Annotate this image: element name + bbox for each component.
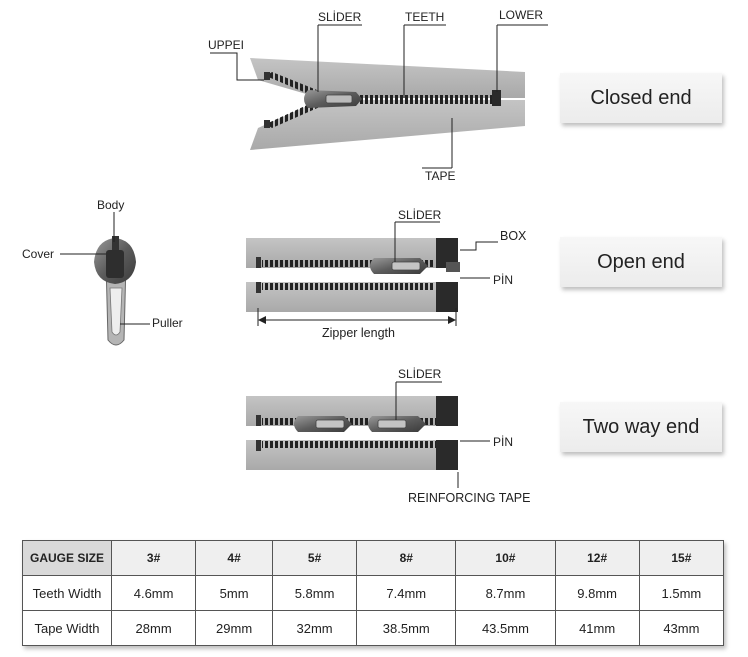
- table-header-cell: 8#: [356, 540, 457, 576]
- open-end-label-length: Zipper length: [322, 326, 395, 340]
- closed-end-label-upper: UPPEI: [208, 38, 244, 52]
- slider-cover: [106, 250, 124, 278]
- closed-end-label-slider: SLİDER: [318, 10, 362, 24]
- two-way-label-pin: PİN: [493, 435, 513, 449]
- slider-parts-illustration: [94, 236, 136, 346]
- table-cell: 5mm: [195, 575, 273, 611]
- two-way-lower-teeth: [262, 441, 436, 448]
- card-two-way-end: Two way end: [560, 402, 722, 452]
- two-way-zipper: [246, 396, 458, 470]
- slider-label-body: Body: [97, 198, 124, 212]
- table-header-cell: 3#: [110, 540, 197, 576]
- open-end-pin: [446, 262, 460, 272]
- table-cell: 32mm: [271, 610, 358, 646]
- table-cell: 29mm: [195, 610, 273, 646]
- table-cell: 9.8mm: [554, 575, 640, 611]
- closed-end-upper-tape: [250, 58, 525, 98]
- table-header-cell: 10#: [455, 540, 556, 576]
- table-header-cell: 5#: [271, 540, 358, 576]
- two-way-box: [436, 396, 458, 426]
- open-end-label-pin: PİN: [493, 273, 513, 287]
- open-end-lower-teeth: [262, 283, 434, 290]
- table-header-cell: 15#: [638, 540, 725, 576]
- open-end-pin-stop: [436, 282, 458, 312]
- two-way-label-slider: SLİDER: [398, 367, 442, 381]
- table-cell: 7.4mm: [356, 575, 457, 611]
- closed-end-top-stop-lower: [264, 120, 270, 128]
- open-end-top-stop-upper: [256, 257, 261, 268]
- table-cell: 1.5mm: [638, 575, 725, 611]
- table-cell: 8.7mm: [455, 575, 556, 611]
- slider-label-puller: Puller: [152, 316, 183, 330]
- table-cell: 43mm: [638, 610, 725, 646]
- slider-label-cover: Cover: [22, 247, 54, 261]
- closed-end-callouts: [210, 24, 548, 169]
- slider-parts-callouts: [60, 212, 150, 325]
- closed-end-top-stop-upper: [264, 72, 270, 80]
- table-cell: 5.8mm: [271, 575, 358, 611]
- slider-body-tab: [112, 236, 119, 250]
- open-end-box: [436, 238, 458, 268]
- two-way-reinforcing-tape: [436, 440, 458, 470]
- table-cell: 41mm: [554, 610, 640, 646]
- table-header-cell: 12#: [554, 540, 640, 576]
- table-header-row: GAUGE SIZE 3# 4# 5# 8# 10# 12# 15#: [22, 540, 725, 576]
- two-way-callouts: [395, 381, 490, 488]
- open-end-zipper: [246, 238, 460, 312]
- open-end-label-slider: SLİDER: [398, 208, 442, 222]
- open-end-label-box: BOX: [500, 229, 527, 243]
- closed-end-label-tape: TAPE: [425, 169, 455, 183]
- closed-end-bottom-stop: [492, 90, 501, 106]
- gauge-size-table: GAUGE SIZE 3# 4# 5# 8# 10# 12# 15# Teeth…: [22, 540, 725, 646]
- table-cell: 38.5mm: [356, 610, 457, 646]
- table-header-cell: GAUGE SIZE: [22, 540, 112, 576]
- table-cell: 4.6mm: [110, 575, 197, 611]
- closed-end-joined-teeth: [330, 95, 495, 104]
- table-cell: 28mm: [110, 610, 197, 646]
- closed-end-lower-tape: [250, 100, 525, 150]
- table-row: Teeth Width 4.6mm 5mm 5.8mm 7.4mm 8.7mm …: [22, 575, 725, 611]
- table-row-label: Tape Width: [22, 610, 112, 646]
- open-end-top-stop-lower: [256, 282, 261, 293]
- closed-end-label-teeth: TEETH: [405, 10, 444, 24]
- closed-end-zipper: [250, 58, 525, 150]
- two-way-label-reinforcing: REINFORCING TAPE: [408, 491, 530, 505]
- closed-end-label-lower: LOWER: [499, 8, 543, 22]
- open-end-upper-teeth: [262, 260, 434, 267]
- table-cell: 43.5mm: [455, 610, 556, 646]
- card-closed-end: Closed end: [560, 73, 722, 123]
- table-header-cell: 4#: [195, 540, 273, 576]
- closed-end-slider-puller: [325, 94, 353, 104]
- card-open-end: Open end: [560, 237, 722, 287]
- table-row-label: Teeth Width: [22, 575, 112, 611]
- table-row: Tape Width 28mm 29mm 32mm 38.5mm 43.5mm …: [22, 610, 725, 646]
- open-end-callouts: [257, 221, 498, 326]
